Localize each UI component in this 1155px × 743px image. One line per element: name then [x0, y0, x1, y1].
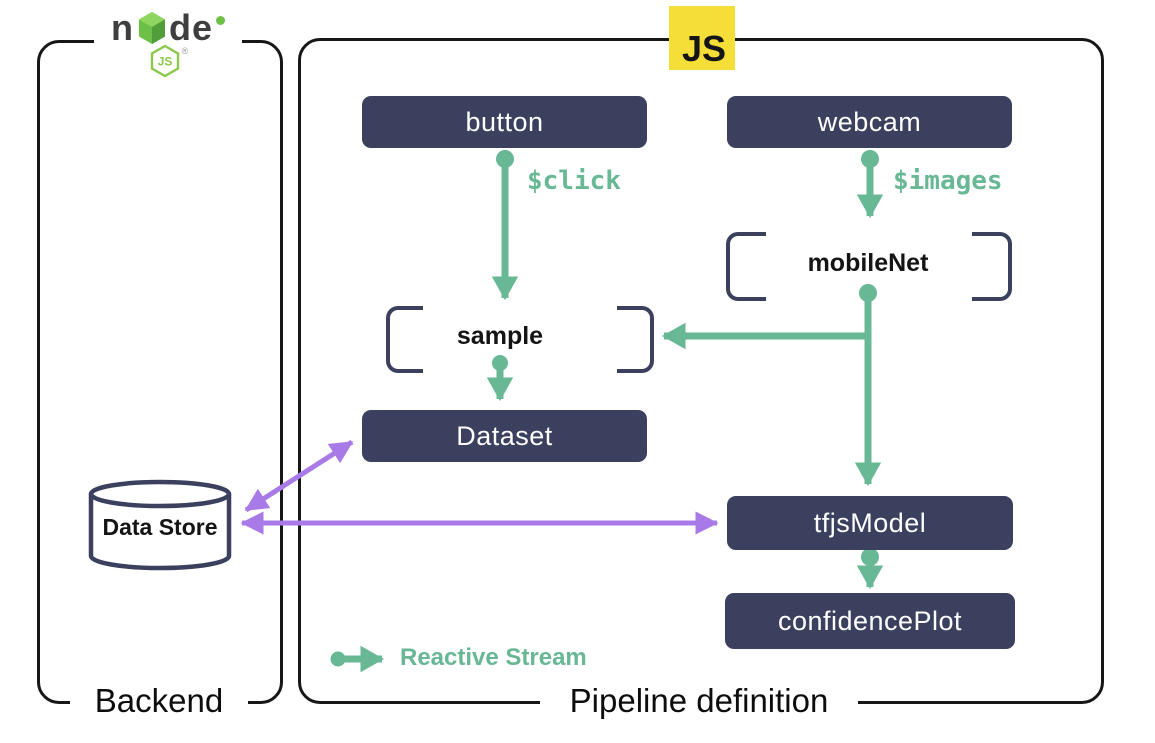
backend-caption: Backend — [70, 679, 248, 723]
nodejs-wordmark: n de — [111, 8, 225, 48]
nodejs-registered-mark: ® — [181, 46, 189, 56]
nodejs-wordmark-de: de — [168, 7, 213, 48]
node-mobilenet-label: mobileNet — [807, 249, 929, 277]
mobilenet-right-bracket — [972, 232, 1012, 301]
sample-left-bracket — [386, 306, 423, 373]
datastore-dataset-link-arrow — [244, 439, 354, 513]
nodejs-wordmark-n: n — [110, 7, 134, 48]
sample-right-bracket — [617, 306, 654, 373]
node-webcam: webcam — [727, 96, 1012, 148]
node-sample-label: sample — [456, 322, 544, 350]
node-confidenceplot: confidencePlot — [725, 593, 1015, 649]
js-logo-text: JS — [681, 28, 727, 69]
nodejs-wordmark-dot — [216, 15, 225, 25]
datastore-cylinder-icon — [88, 479, 232, 571]
node-tfjsmodel-label: tfjsModel — [813, 507, 927, 538]
js-logo: JS — [669, 6, 735, 70]
stream-images-label: $images — [893, 166, 1003, 196]
node-button: button — [362, 96, 647, 148]
nodejs-hexagon-icon — [138, 12, 165, 44]
node-dataset-label: Dataset — [456, 420, 553, 451]
mobilenet-left-bracket — [726, 232, 766, 301]
node-tfjsmodel: tfjsModel — [727, 496, 1013, 550]
pipeline-caption: Pipeline definition — [540, 679, 858, 723]
node-button-label: button — [465, 106, 544, 137]
node-dataset: Dataset — [362, 410, 647, 462]
nodejs-badge: JS ® — [148, 44, 189, 78]
legend-label: Reactive Stream — [400, 644, 587, 671]
node-confidenceplot-label: confidencePlot — [777, 605, 963, 636]
datastore-label: Data Store — [102, 513, 218, 540]
stream-click-label: $click — [527, 166, 621, 196]
svg-text:JS: JS — [157, 55, 172, 69]
nodejs-logo: n de JS ® — [94, 8, 242, 82]
node-webcam-label: webcam — [817, 106, 922, 137]
nodejs-badge-hexagon-icon: JS — [150, 44, 179, 78]
